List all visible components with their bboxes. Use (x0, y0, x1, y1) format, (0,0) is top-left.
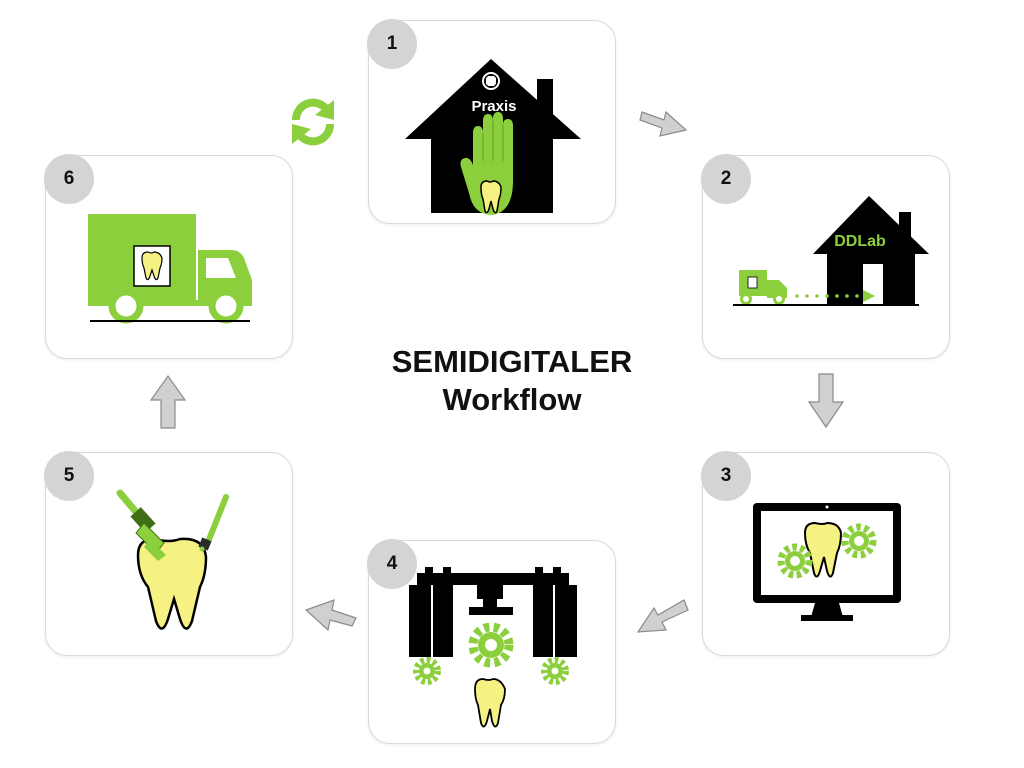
diagram-title: SEMIDIGITALER Workflow (312, 343, 712, 419)
step-card-2: DDLab 2 (701, 154, 950, 359)
step-number-5: 5 (44, 451, 94, 501)
ddlab-house-icon (733, 196, 929, 306)
step-card-3: 3 (701, 451, 950, 656)
title-line-2: Workflow (442, 382, 582, 417)
arrow-left-icon (304, 599, 357, 632)
dental-tool-icon (198, 494, 229, 552)
tooth-finishing-icon (116, 489, 229, 630)
gear-icon (777, 543, 813, 579)
step-card-5: 5 (44, 451, 293, 656)
cycle-refresh-icon (291, 98, 335, 146)
step-number-2: 2 (701, 154, 751, 204)
delivery-truck-icon (88, 214, 252, 324)
title-line-1: SEMIDIGITALER (391, 344, 633, 379)
ddlab-label: DDLab (834, 233, 886, 250)
step-number-6: 6 (44, 154, 94, 204)
paint-brush-icon (116, 489, 166, 561)
gear-icon (468, 622, 514, 668)
step-number-1: 1 (367, 19, 417, 69)
arrow-down-icon (807, 373, 845, 429)
step-card-4: 4 (367, 539, 616, 744)
praxis-house-icon (405, 59, 581, 215)
gear-icon (413, 657, 441, 685)
arrow-up-icon (149, 374, 187, 429)
gear-icon (541, 657, 569, 685)
milling-machine-icon (409, 567, 577, 728)
step-card-6: 6 (44, 154, 293, 359)
step-card-1: Praxis 1 (367, 19, 616, 224)
arrow-down-left-icon (636, 599, 689, 633)
step-number-4: 4 (367, 539, 417, 589)
praxis-label: Praxis (471, 98, 516, 115)
arrow-down-right-icon (639, 110, 688, 137)
gear-icon (841, 523, 877, 559)
step-number-3: 3 (701, 451, 751, 501)
ddlab-label-layer: DDLab (834, 233, 886, 250)
praxis-label-layer: Praxis (471, 98, 516, 115)
computer-monitor-icon (753, 503, 901, 621)
